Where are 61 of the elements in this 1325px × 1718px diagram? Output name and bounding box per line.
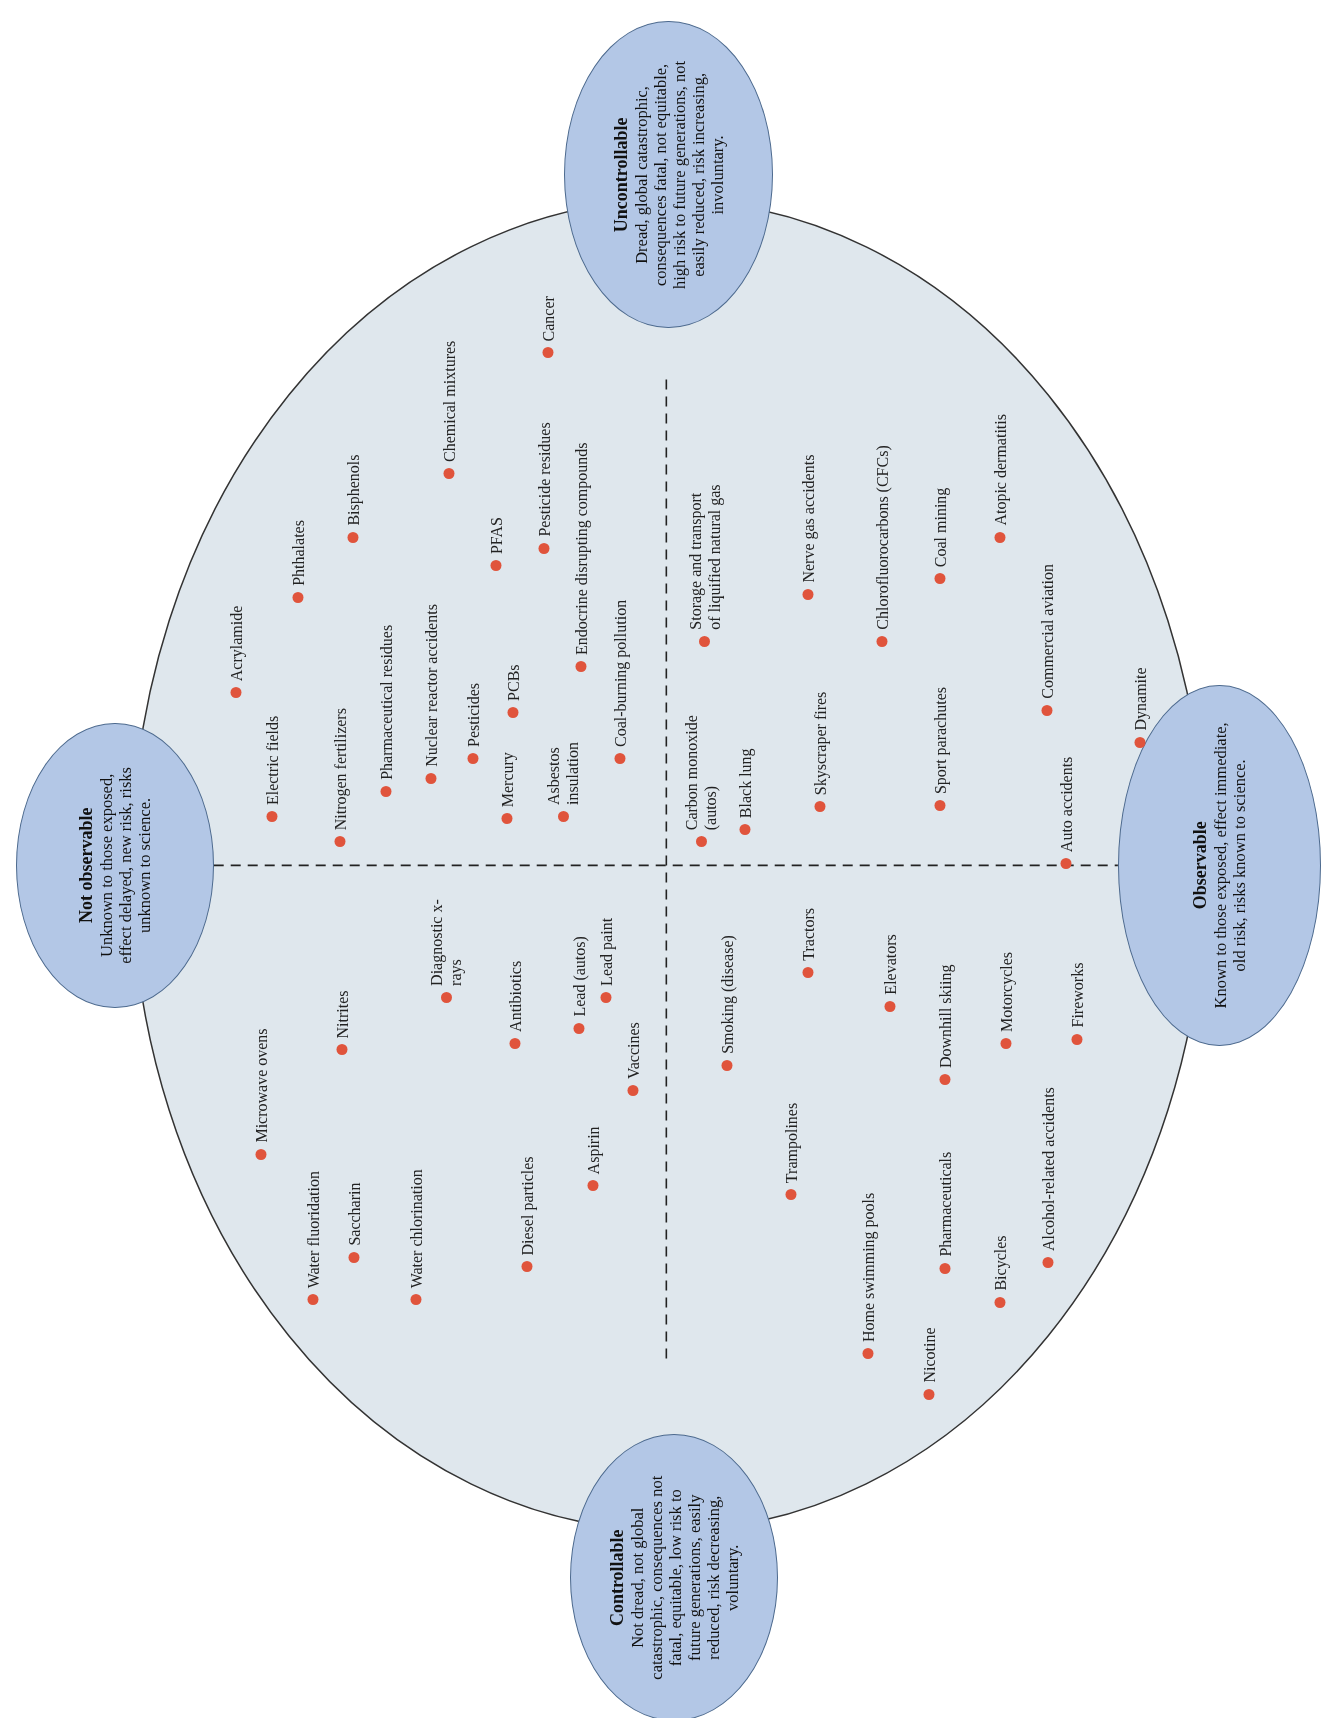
risk-item-label: Water chlorination [406,1169,426,1306]
risk-item-label: Nerve gas accidents [798,454,818,600]
risk-item-label: Microwave ovens [251,1028,271,1160]
category-description: Known to those exposed, effect immediate, old risk, risks known to science. [1211,721,1250,1011]
risk-item-label: Trampolines [781,1102,801,1201]
category-heading: Not observable [76,807,98,924]
risk-item-label: Chlorofluorocarbons (CFCs) [872,445,892,647]
risk-item-label: Coal mining [930,487,950,585]
risk-item-label: Mercury [497,752,517,825]
risk-item-label: PFAS [486,517,506,572]
risk-item-label: Sport parachutes [930,687,950,812]
risk-item-label: Home swimming pools [858,1192,878,1360]
risk-item-label: Nicotine [919,1327,939,1400]
risk-item-label: Saccharin [344,1182,364,1263]
risk-item-label: Black lung [735,748,755,836]
risk-item-label: Pesticides [463,682,483,764]
category-heading: Observable [1190,821,1212,910]
risk-item-label: Endocrine disrupting compounds [571,442,591,672]
risk-item-label: Motorcycles [996,951,1016,1049]
risk-item-label: Nuclear reactor accidents [421,604,441,784]
risk-item-label: Pesticide residues [534,422,554,554]
category-description: Dread, global catastrophic, consequences fatal, not equitable, high risk to future generations, not easily reduced, risk increasing, involuntary. [631,59,727,292]
risk-item-label: Asbestos insulation [544,717,583,823]
risk-item-label: Electric fields [262,715,282,823]
risk-item-label: Bicycles [990,1235,1009,1308]
risk-item-label: Bisphenols [343,454,363,543]
risk-item-label: Chemical mixtures [439,340,459,479]
risk-item-label: Pharmaceutical residues [376,624,396,797]
risk-item-label: Skyscraper fires [810,691,830,813]
risk-item-label: Water fluoridation [303,1171,323,1306]
category-description: Unknown to those exposed, effect delayed, new risk, risks unknown to science. [97,766,155,966]
category-heading: Uncontrollable [610,117,632,233]
category-heading: Controllable [606,1529,628,1627]
risk-item-label: Storage and transport of liquified natural gas [685,481,724,647]
risk-item-label: Commercial aviation [1037,564,1057,716]
risk-item-label: Vaccines [623,1022,643,1097]
risk-item-label: Acrylamide [226,605,246,699]
risk-item-label: Phthalates [288,520,308,603]
risk-item-label: Aspirin [583,1126,603,1192]
risk-item-label: Lead (autos) [569,936,589,1034]
risk-item-label: Atopic dermatitis [990,414,1009,543]
risk-item-label: Diesel particles [517,1156,537,1273]
risk-item-label: Pharmaceuticals [935,1151,955,1274]
risk-item-label: Downhill skiing [935,964,955,1086]
risk-item-label: Nitrogen fertilizers [330,708,350,848]
risk-item-label: Tractors [798,907,818,978]
risk-item-label: Diagnostic x-rays [427,898,466,1003]
risk-item-label: PCBs [503,664,523,718]
risk-item-label: Dynamite [1130,667,1150,748]
risk-item-label: Fireworks [1067,962,1087,1045]
risk-item-label: Cancer [538,296,558,359]
risk-item-label: Smoking (disease) [717,935,737,1071]
risk-item-label: Nitrites [332,990,352,1056]
risk-item-label: Alcohol-related accidents [1038,1087,1058,1269]
risk-item-label: Carbon monoxide (autos) [682,704,721,848]
risk-item-label: Lead paint [596,917,616,1003]
risk-item-label: Elevators [880,934,900,1012]
risk-item-label: Antibiotics [505,960,525,1049]
risk-item-label: Coal-burning pollution [610,599,630,764]
category-description: Not dread, not global catastrophic, consequences not fatal, equitable, low risk to future generations, easily reduced, risk decreasing, voluntary. [627,1474,742,1682]
risk-item-label: Auto accidents [1056,756,1076,870]
